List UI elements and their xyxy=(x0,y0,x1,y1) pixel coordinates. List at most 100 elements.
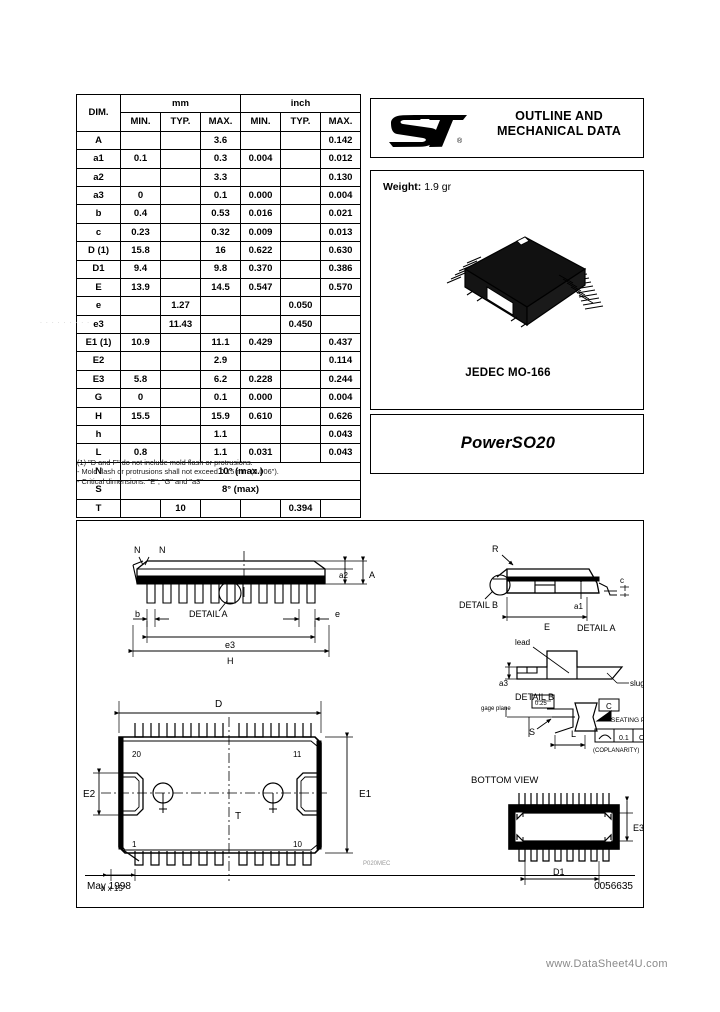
label-top-chamfer: h x 15° xyxy=(101,884,126,893)
label-front-e: e xyxy=(335,609,340,619)
cell-in-typ xyxy=(280,130,321,151)
cell-in-min: 0.016 xyxy=(240,204,281,224)
label-top-e2: E2 xyxy=(83,789,96,800)
cell-mm-min xyxy=(120,351,161,371)
cell-in-min xyxy=(240,351,281,371)
cell-mm-typ xyxy=(160,241,201,261)
cell-mm-typ xyxy=(160,333,201,353)
cell-in-min: 0.009 xyxy=(240,222,281,243)
label-side-c: c xyxy=(620,576,624,585)
table-header: DIM. mm inch MIN. TYP. MAX. MIN. TYP. MA… xyxy=(76,93,361,132)
cell-mm-max xyxy=(200,498,241,518)
cell-in-typ xyxy=(280,277,321,298)
cell-mm-min: 15.5 xyxy=(120,406,161,427)
cell-mm-min: 0 xyxy=(120,388,161,408)
footer-code: 0056635 xyxy=(594,881,633,892)
cell-mm-min: 0.1 xyxy=(120,149,161,169)
header-mm-max: MAX. xyxy=(200,112,241,132)
cell-mm-max: 0.32 xyxy=(200,222,241,243)
cell-mm-typ xyxy=(160,167,201,187)
cell-in-min: 0.000 xyxy=(240,185,281,206)
footnote-1: (1) "D and F" do not include mold flash … xyxy=(77,458,253,467)
cell-in-max: 0.114 xyxy=(320,351,361,371)
cell-mm-typ xyxy=(160,185,201,206)
cell-in-typ: 0.050 xyxy=(280,296,321,316)
cell-mm-typ xyxy=(160,149,201,169)
label-top-d: D xyxy=(215,699,222,710)
registered-mark-icon: ® xyxy=(457,138,463,145)
cell-in-typ xyxy=(280,149,321,169)
cell-mm-max: 14.5 xyxy=(200,277,241,298)
cell-dim: h xyxy=(76,425,121,445)
table-row: e 1.27 0.050 xyxy=(76,296,361,316)
label-gage-value: 0.25 xyxy=(535,701,547,707)
label-bottom-e3: E3 xyxy=(633,823,643,833)
header-mm-min: MIN. xyxy=(120,112,161,132)
cell-dim: E2 xyxy=(76,351,121,371)
footer-date: May 1998 xyxy=(87,881,131,892)
cell-mm-min xyxy=(120,167,161,187)
cell-in-max xyxy=(320,296,361,316)
header-dim: DIM. xyxy=(76,94,121,132)
label-front-b: b xyxy=(135,609,140,619)
cell-mm-max: 3.6 xyxy=(200,130,241,151)
cell-in-min xyxy=(240,130,281,151)
cell-in-max xyxy=(320,314,361,335)
package-illustration-box: Weight: 1.9 gr xyxy=(370,170,644,410)
cell-in-typ xyxy=(280,425,321,445)
label-top-e1: E1 xyxy=(359,789,372,800)
cell-in-min: 0.004 xyxy=(240,149,281,169)
table-footnotes: (1) "D and F" do not include mold flash … xyxy=(77,458,367,486)
label-detail-b-l: L xyxy=(571,729,576,739)
cell-mm-typ xyxy=(160,351,201,371)
label-coplanarity: (COPLANARITY) xyxy=(593,748,639,754)
cell-mm-min xyxy=(120,130,161,151)
cell-in-max: 0.244 xyxy=(320,369,361,390)
package-name-box: PowerSO20 xyxy=(370,414,644,474)
top-section: DIM. mm inch MIN. TYP. MAX. MIN. TYP. MA… xyxy=(76,93,644,518)
cell-mm-typ: 1.27 xyxy=(160,296,201,316)
label-gage-plane: gage plane xyxy=(481,706,511,712)
cell-in-max: 0.043 xyxy=(320,425,361,445)
cell-mm-typ: 11.43 xyxy=(160,314,201,335)
label-front-n-left: N xyxy=(134,545,141,555)
label-seating-plane: SEATING PLANE xyxy=(611,717,643,724)
cell-mm-max: 11.1 xyxy=(200,333,241,353)
st-logo-icon xyxy=(389,115,467,147)
cell-in-max: 0.012 xyxy=(320,149,361,169)
label-side-e: E xyxy=(544,622,550,632)
cell-mm-min: 9.4 xyxy=(120,259,161,279)
cell-in-max: 0.437 xyxy=(320,333,361,353)
cell-in-max: 0.004 xyxy=(320,185,361,206)
cell-mm-max: 6.2 xyxy=(200,369,241,390)
cell-in-typ xyxy=(280,259,321,279)
header-title: OUTLINE AND MECHANICAL DATA xyxy=(481,109,637,139)
cell-in-max: 0.021 xyxy=(320,204,361,224)
cell-dim: E xyxy=(76,277,121,298)
cell-mm-max: 9.8 xyxy=(200,259,241,279)
cell-dim: D1 xyxy=(76,259,121,279)
watermark: www.DataSheet4U.com xyxy=(546,958,668,970)
cell-in-typ: 0.394 xyxy=(280,498,321,518)
footer-divider xyxy=(85,875,635,876)
cell-in-min: 0.000 xyxy=(240,388,281,408)
cell-mm-min: 10.9 xyxy=(120,333,161,353)
header-title-line1: OUTLINE AND xyxy=(515,109,603,123)
cell-in-typ xyxy=(280,204,321,224)
cell-in-max: 0.142 xyxy=(320,130,361,151)
cell-dim: e xyxy=(76,296,121,316)
label-coplanarity-datum: C xyxy=(639,735,643,742)
cell-mm-max: 16 xyxy=(200,241,241,261)
label-front-a: A xyxy=(369,570,375,580)
cell-dim: E1 (1) xyxy=(76,333,121,353)
